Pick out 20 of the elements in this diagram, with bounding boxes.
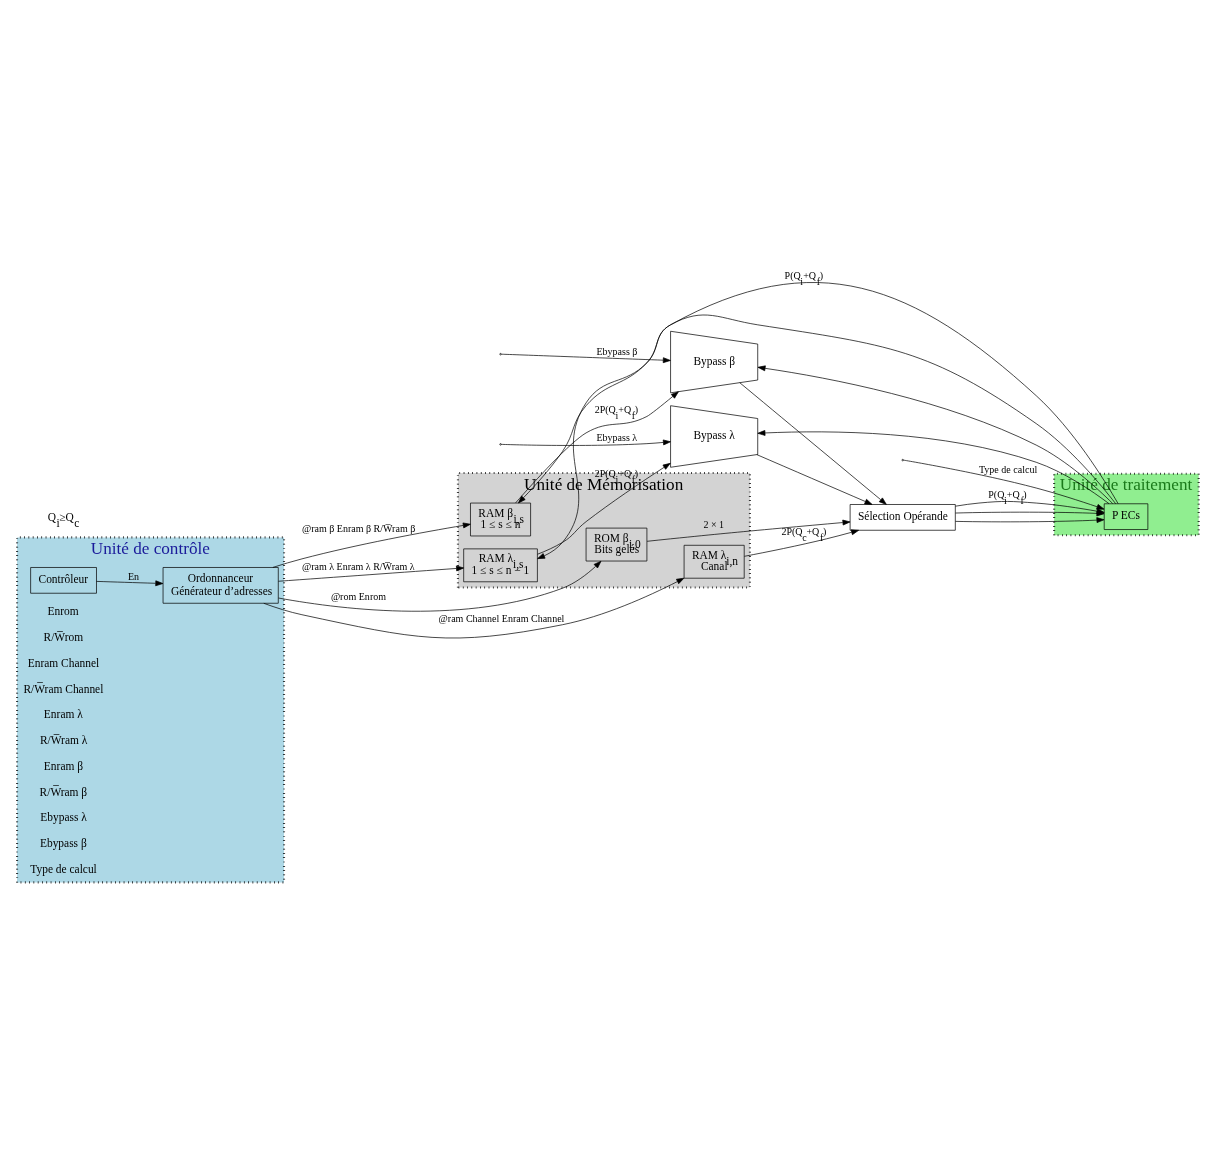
label: Enram β bbox=[43, 759, 84, 772]
edge-label: @ram Channel Enram Channel bbox=[438, 613, 565, 625]
label: Type de calcul bbox=[30, 862, 97, 875]
edge-label: @ram β Enram β R/W̅ram β bbox=[301, 522, 416, 534]
edge-label: @rom Enrom bbox=[330, 590, 387, 602]
label: Enram Channel bbox=[27, 656, 100, 669]
label: Ebypass λ bbox=[40, 811, 87, 824]
edge-label: Ebypass β bbox=[596, 346, 638, 358]
label: R/W̅ram λ bbox=[39, 734, 88, 747]
label: Enrom bbox=[47, 605, 79, 618]
edge-label: @ram λ Enram λ R/W̅ram λ bbox=[301, 560, 415, 572]
edge-label: En bbox=[127, 570, 140, 582]
edge-label: Ebypass λ bbox=[596, 431, 638, 443]
label: Ebypass β bbox=[39, 837, 87, 850]
edge-label: 2 × 1 bbox=[703, 519, 725, 531]
label: R/W̅ram β bbox=[39, 785, 88, 798]
label: R/W̅rom bbox=[43, 631, 84, 644]
edge-label: Type de calcul bbox=[978, 464, 1038, 476]
label: Enram λ bbox=[43, 708, 83, 721]
label: R/W̅ram Channel bbox=[23, 682, 104, 695]
